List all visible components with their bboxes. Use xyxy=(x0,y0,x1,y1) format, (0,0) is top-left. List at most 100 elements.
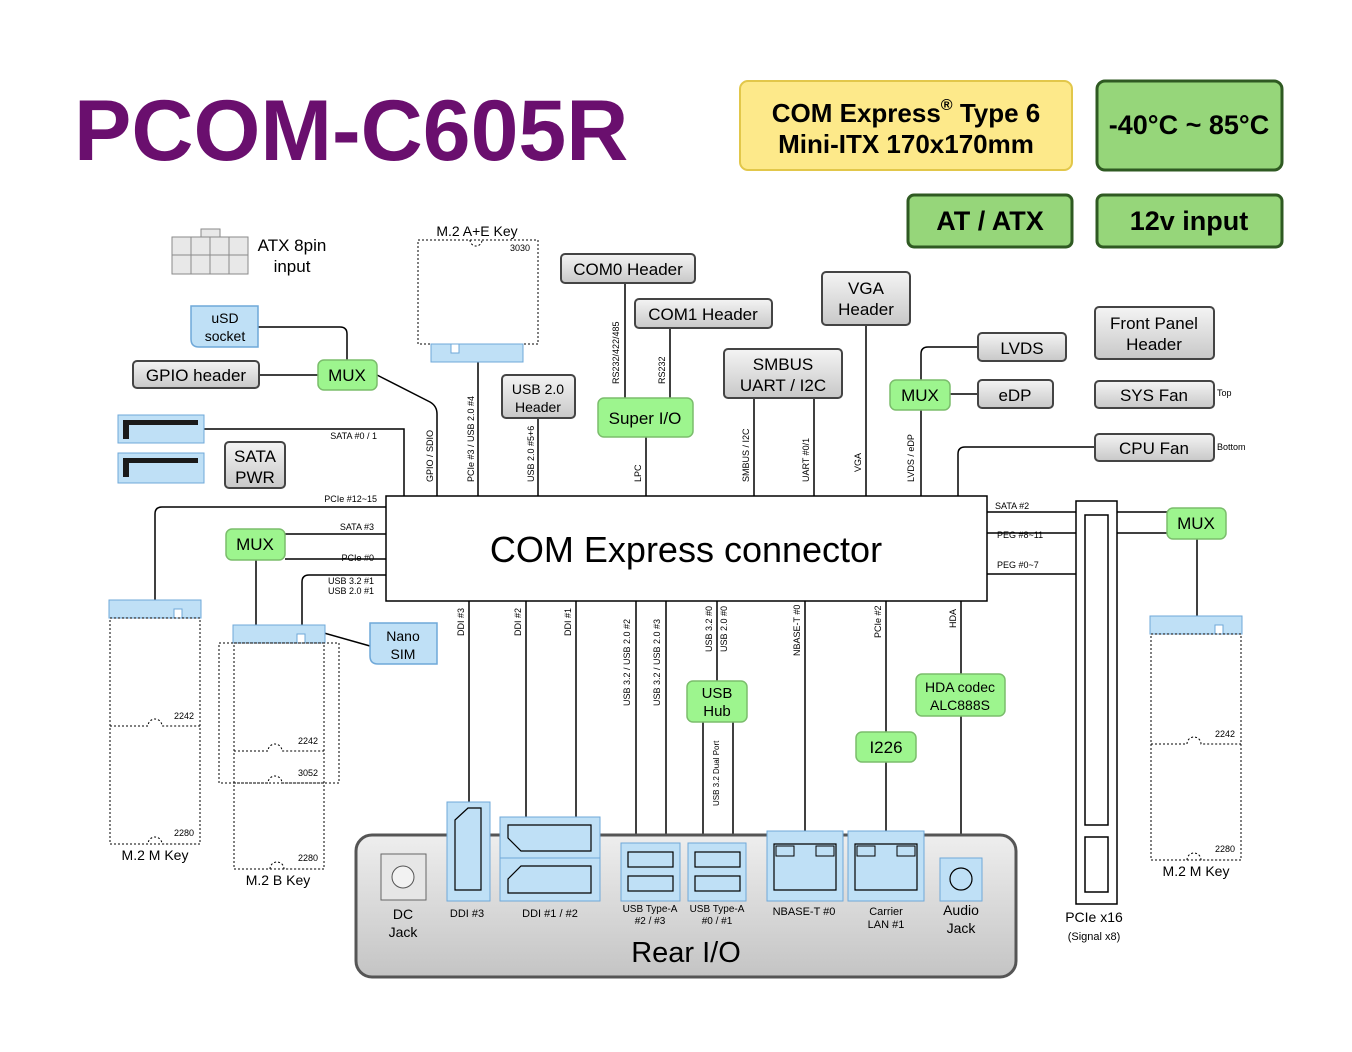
svg-text:USB Type-A: USB Type-A xyxy=(623,904,678,915)
dc-jack: DC Jack xyxy=(380,853,427,940)
svg-text:2280: 2280 xyxy=(174,828,194,838)
svg-text:2242: 2242 xyxy=(174,711,194,721)
svg-text:Bottom: Bottom xyxy=(1217,442,1246,452)
12v-input-badge: 12v input xyxy=(1095,193,1284,249)
svg-text:#2 / #3: #2 / #3 xyxy=(635,916,666,927)
signal-label: SATA #0 / 1 xyxy=(330,431,377,441)
svg-text:(Signal x8): (Signal x8) xyxy=(1068,931,1121,943)
svg-text:#0 / #1: #0 / #1 xyxy=(702,916,733,927)
signal-label: SATA #2 xyxy=(995,501,1029,511)
usd-socket: uSD socket xyxy=(190,305,259,348)
edp-connector: eDP xyxy=(977,379,1054,409)
svg-text:2242: 2242 xyxy=(1215,729,1235,739)
m2-m-key-right-slot: 2242 2280 M.2 M Key xyxy=(1149,615,1243,879)
signal-label: DDI #3 xyxy=(456,608,466,636)
svg-text:LVDS: LVDS xyxy=(1000,339,1043,358)
svg-text:DDI #3: DDI #3 xyxy=(450,908,484,920)
signal-lines xyxy=(154,283,1198,858)
svg-text:DDI #1 / #2: DDI #1 / #2 xyxy=(522,908,578,920)
signal-label: PCIe #2 xyxy=(873,605,883,638)
com-express-badge: COM Express® Type 6 Mini-ITX 170x170mm xyxy=(739,80,1073,171)
svg-text:SIM: SIM xyxy=(391,646,416,662)
svg-text:2280: 2280 xyxy=(298,853,318,863)
audio-jack: Audio Jack xyxy=(939,857,983,936)
at-atx-badge: AT / ATX xyxy=(906,193,1074,249)
usb20-header: USB 2.0 Header xyxy=(501,374,576,419)
signal-label: SATA #3 xyxy=(340,522,374,532)
usb-type-a-23-ports: USB Type-A #2 / #3 xyxy=(620,842,681,927)
signal-label: USB 3.2 #0 xyxy=(704,606,714,652)
svg-text:Carrier: Carrier xyxy=(869,906,903,918)
page-title: PCOM-C605R xyxy=(74,83,628,179)
svg-text:SYS Fan: SYS Fan xyxy=(1120,386,1188,405)
signal-label: LPC xyxy=(633,464,643,482)
svg-text:Header: Header xyxy=(515,399,561,415)
svg-text:-40°C ~ 85°C: -40°C ~ 85°C xyxy=(1109,110,1269,140)
temperature-badge: -40°C ~ 85°C xyxy=(1095,79,1284,172)
svg-text:USB Type-A: USB Type-A xyxy=(690,904,745,915)
svg-text:Audio: Audio xyxy=(943,902,979,918)
signal-label: PEG #0~7 xyxy=(997,560,1039,570)
svg-text:UART / I2C: UART / I2C xyxy=(740,376,826,395)
sata-port-1 xyxy=(117,452,205,484)
svg-text:COM0 Header: COM0 Header xyxy=(573,260,683,279)
mux-sata-pcie: MUX xyxy=(225,528,286,561)
mux-sd-gpio: MUX xyxy=(317,359,378,391)
svg-text:LAN #1: LAN #1 xyxy=(868,919,905,931)
svg-text:SMBUS: SMBUS xyxy=(753,355,813,374)
front-panel-header: Front Panel Header xyxy=(1094,306,1215,360)
i226-chip: I226 xyxy=(855,731,917,763)
svg-text:2280: 2280 xyxy=(1215,844,1235,854)
signal-label: PCIe #12~15 xyxy=(324,494,377,504)
svg-text:Hub: Hub xyxy=(703,703,731,720)
svg-text:NBASE-T #0: NBASE-T #0 xyxy=(773,906,836,918)
svg-text:COM Express connector: COM Express connector xyxy=(490,529,882,570)
svg-text:ATX 8pin: ATX 8pin xyxy=(258,236,327,255)
svg-text:USB 2.0: USB 2.0 xyxy=(512,381,564,397)
vga-header: VGA Header xyxy=(821,271,911,326)
svg-text:Header: Header xyxy=(838,300,894,319)
nbase-t-lan-port: NBASE-T #0 xyxy=(766,830,844,918)
signal-label: GPIO / SDIO xyxy=(425,430,435,482)
svg-text:VGA: VGA xyxy=(848,279,885,298)
signal-label: USB 3.2 Dual Port xyxy=(712,740,721,806)
signal-labels: GPIO / SDIO PCIe #3 / USB 2.0 #4 USB 2.0… xyxy=(324,321,1043,806)
sata-power-connector: SATA PWR xyxy=(224,441,286,489)
svg-text:3030: 3030 xyxy=(510,243,530,253)
svg-text:socket: socket xyxy=(205,328,246,344)
signal-label: USB 3.2 #1 xyxy=(328,576,374,586)
svg-text:Nano: Nano xyxy=(386,628,420,644)
sys-fan-header: SYS Fan Top xyxy=(1094,380,1232,409)
svg-text:M.2 B Key: M.2 B Key xyxy=(246,872,311,888)
svg-text:CPU Fan: CPU Fan xyxy=(1119,439,1189,458)
signal-label: USB 2.0 #1 xyxy=(328,586,374,596)
mux-lvds-edp: MUX xyxy=(889,379,951,411)
signal-label: HDA xyxy=(948,609,958,628)
signal-label: VGA xyxy=(853,453,863,472)
svg-text:Top: Top xyxy=(1217,388,1232,398)
svg-text:input: input xyxy=(274,257,311,276)
smbus-uart-header: SMBUS UART / I2C xyxy=(723,348,843,399)
svg-text:I226: I226 xyxy=(869,738,902,757)
svg-text:HDA codec: HDA codec xyxy=(925,679,995,695)
nano-sim-slot: Nano SIM xyxy=(369,622,438,665)
svg-text:MUX: MUX xyxy=(236,535,274,554)
lvds-connector: LVDS xyxy=(977,332,1067,362)
m2-ae-key-slot: M.2 A+E Key 3030 xyxy=(417,223,539,363)
svg-text:Front Panel: Front Panel xyxy=(1110,314,1198,333)
svg-text:uSD: uSD xyxy=(211,310,238,326)
usb-type-a-01-ports: USB Type-A #0 / #1 xyxy=(687,842,747,927)
signal-label: NBASE-T #0 xyxy=(792,605,802,656)
svg-text:Jack: Jack xyxy=(947,920,977,936)
sata-port-0 xyxy=(117,414,205,444)
hda-codec-chip: HDA codec ALC888S xyxy=(915,673,1006,717)
svg-text:AT / ATX: AT / ATX xyxy=(936,206,1044,236)
gpio-header: GPIO header xyxy=(132,360,260,389)
svg-text:DC: DC xyxy=(393,906,413,922)
signal-label: USB 3.2 / USB 2.0 #2 xyxy=(622,619,632,706)
signal-label: UART #0/1 xyxy=(801,438,811,482)
signal-label: RS232/422/485 xyxy=(611,321,621,384)
svg-text:SATA: SATA xyxy=(234,447,277,466)
atx-8pin-connector: ATX 8pin input xyxy=(171,228,327,276)
svg-text:MUX: MUX xyxy=(328,366,366,385)
